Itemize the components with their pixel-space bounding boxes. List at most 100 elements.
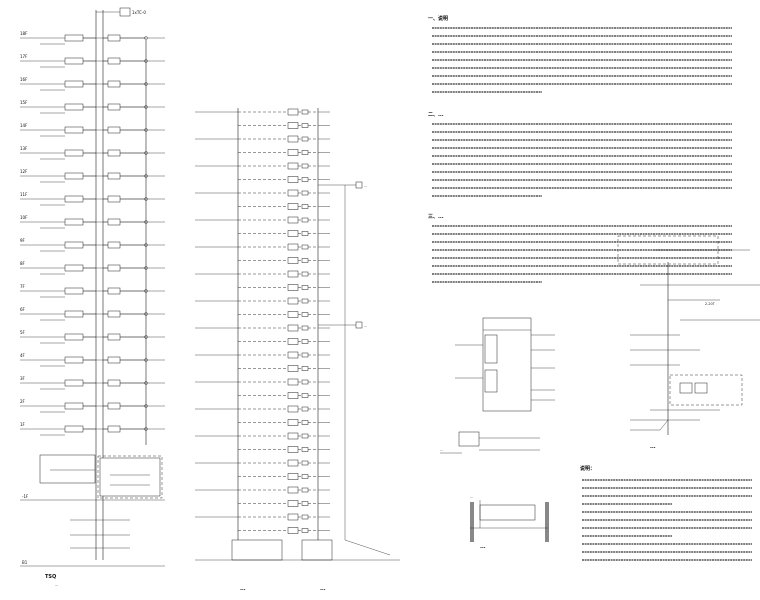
- row-device: [301, 163, 309, 169]
- row-device: [301, 379, 309, 385]
- right-label-1: 2-20T: [705, 302, 716, 306]
- floor-node: [144, 404, 148, 408]
- floor-device: [107, 356, 121, 364]
- row-device: [287, 230, 299, 237]
- row-device: [301, 285, 309, 290]
- row-device: [301, 312, 309, 317]
- floor-label: 18F: [20, 31, 28, 36]
- floor-label: 9F: [20, 238, 26, 243]
- row-device: [301, 298, 309, 304]
- floor-device: [64, 218, 84, 226]
- floor-node: [144, 174, 148, 178]
- floor-node: [144, 36, 148, 40]
- row-device: [287, 149, 299, 156]
- ground-caption: ...: [470, 495, 473, 499]
- detail-panel: [482, 317, 532, 412]
- floor-node: [144, 335, 148, 339]
- floor-device: [64, 195, 84, 203]
- floor-rows: 18F17F16F15F14F13F12F11F10F9F8F7F6F5F4F3…: [20, 31, 165, 436]
- row-device: [301, 433, 309, 439]
- switchboard-1: [231, 539, 283, 561]
- row-device: [287, 162, 299, 170]
- floor-label: 3F: [20, 376, 26, 381]
- row-device: [287, 459, 299, 467]
- floor-node: [144, 151, 148, 155]
- row-device: [287, 243, 299, 251]
- row-device: [287, 311, 299, 318]
- floor-device: [107, 310, 121, 318]
- floor-label: 4F: [20, 353, 26, 358]
- diagram-1-subcaption: ...: [55, 583, 58, 587]
- row-device: [287, 284, 299, 291]
- row-device: [287, 527, 299, 534]
- row-device: [301, 447, 309, 452]
- equipment-box-1: [39, 454, 96, 484]
- notes-heading-1: 一、说明: [428, 15, 448, 22]
- row-device: [301, 339, 309, 344]
- row-device: [301, 487, 309, 493]
- row-device: [287, 351, 299, 359]
- row-device: [287, 122, 299, 129]
- floor-device: [64, 287, 84, 295]
- floor-device: [64, 402, 84, 410]
- row-device: [301, 514, 309, 520]
- row-device: [301, 109, 309, 115]
- detail-diagram: ... ... ...: [440, 317, 555, 550]
- floor-device: [107, 264, 121, 272]
- top-box: [119, 7, 131, 17]
- floor-label: 1F: [20, 422, 26, 427]
- equipment-box-2: [99, 457, 161, 497]
- floor-node: [144, 82, 148, 86]
- distribution-rows: [195, 108, 330, 534]
- right-notes-lines: [582, 479, 752, 561]
- right-notes-heading: 说明：: [580, 465, 595, 472]
- row-device: [301, 528, 309, 533]
- right-caption: ...: [650, 444, 656, 450]
- row-device: [287, 108, 299, 116]
- floor-device: [107, 379, 121, 387]
- floor-device: [64, 425, 84, 433]
- floor-label: 13F: [20, 146, 28, 151]
- branch-label-2: ...: [364, 324, 367, 328]
- row-device: [287, 513, 299, 521]
- row-device: [287, 473, 299, 480]
- row-device: [301, 420, 309, 425]
- floor-device: [107, 218, 121, 226]
- row-device: [301, 406, 309, 412]
- floor-device: [64, 34, 84, 42]
- floor-label: 11F: [20, 192, 28, 197]
- floor-node: [144, 312, 148, 316]
- floor-node: [144, 59, 148, 63]
- floor-device: [107, 195, 121, 203]
- floor-device: [64, 149, 84, 157]
- floor-device: [64, 264, 84, 272]
- top-label: 1xTC-0: [132, 10, 146, 15]
- floor-node: [144, 289, 148, 293]
- row-device: [287, 324, 299, 332]
- floor-label: 8F: [20, 261, 26, 266]
- row-device: [287, 432, 299, 440]
- diagram-2-caption-left: ...: [240, 586, 246, 592]
- row-device: [287, 257, 299, 264]
- row-device: [301, 258, 309, 263]
- bottom-label-1: -1F: [22, 494, 29, 499]
- floor-label: 12F: [20, 169, 28, 174]
- notes-heading-3: 三、...: [428, 214, 444, 220]
- floor-node: [144, 197, 148, 201]
- floor-label: 14F: [20, 123, 28, 128]
- floor-device: [107, 34, 121, 42]
- floor-device: [64, 80, 84, 88]
- right-diagram: 2-20T ... 说明：: [580, 235, 760, 561]
- row-device: [287, 216, 299, 224]
- floor-device: [107, 287, 121, 295]
- row-device: [301, 231, 309, 236]
- detail-small-label: ...: [440, 448, 443, 452]
- switchboard-2: [301, 539, 333, 561]
- row-device: [287, 486, 299, 494]
- floor-node: [144, 381, 148, 385]
- notes-block: 一、说明 二、... 三、...: [428, 15, 732, 283]
- floor-device: [107, 57, 121, 65]
- floor-device: [107, 172, 121, 180]
- floor-label: 2F: [20, 399, 26, 404]
- row-device: [301, 217, 309, 223]
